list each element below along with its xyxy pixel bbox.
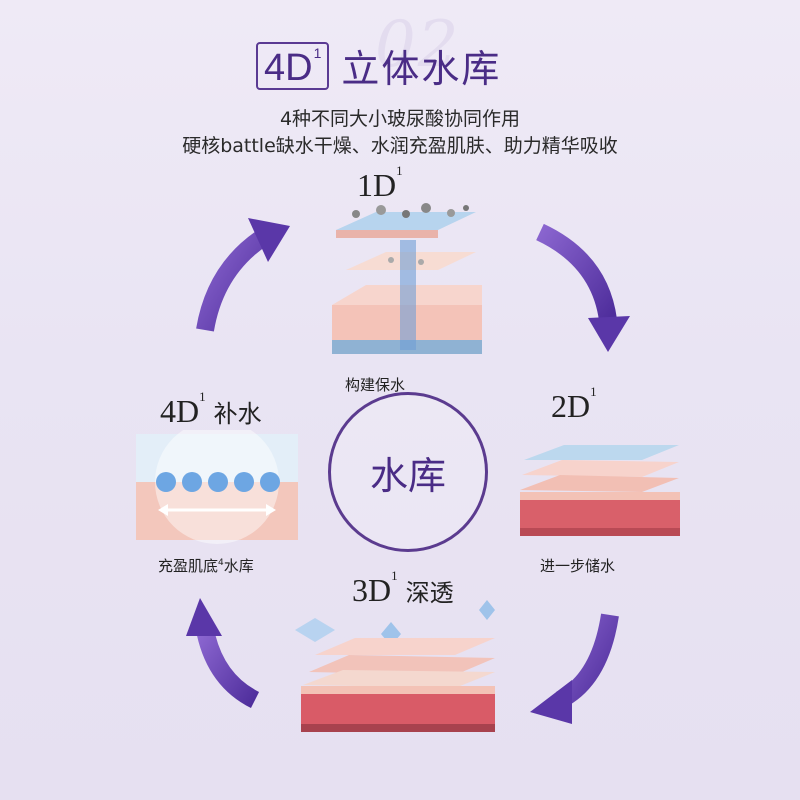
water-drop-icon [295,618,335,642]
bead [234,472,254,492]
stage-2d-label: 2D1 [551,384,597,425]
subtitle-line-2: 硬核battle缺水干燥、水润充盈肌肤、助力精华吸收 [182,135,618,157]
stage-2d-sup: 1 [590,384,597,399]
badge-sup: 1 [313,44,322,61]
arrow-icon [196,218,290,332]
water-column [400,240,416,350]
stage-2d-code: 2D [551,388,591,424]
subtitle-line-1: 4种不同大小玻尿酸协同作用 [279,108,521,130]
stage-3d-sup: 1 [391,568,398,583]
stage-2d-caption: 进一步储水 [540,557,616,575]
stage-4d-sup: 1 [199,389,206,404]
bead [260,472,280,492]
skin-dermis [301,692,495,724]
bead [156,472,176,492]
stage-1d-sup: 1 [396,163,403,178]
stage-3d-name: 深透 [405,579,454,607]
stage-1d-illustration [332,203,482,354]
skin-dermis [520,498,680,528]
stage-1d-caption: 构建保水 [345,376,406,394]
sheet-top [315,638,495,655]
bead [208,472,228,492]
badge-label: 4D [264,46,313,89]
stage-3d-code: 3D [352,572,392,608]
stage-1d-code: 1D [357,167,397,203]
stage-4d-caption-sup: 4 [218,558,224,568]
watermark-number: 02 [375,8,461,82]
stage-4d-name: 补水 [213,400,262,428]
stage-4d-label: 4D1 补水 [160,389,262,430]
stage-4d-caption: 充盈肌底4水库 [158,555,254,576]
center-reservoir-circle: 水库 [328,392,488,552]
stage-4d-code: 4D [160,393,200,429]
stage-4d-caption-tail: 水库 [223,557,254,575]
stage-3d-label: 3D1 深透 [352,568,454,609]
center-label: 水库 [369,453,446,498]
stage-4d-caption-text: 充盈肌底 [158,557,219,575]
water-drop-icon [479,600,495,620]
arrow-icon [536,223,630,352]
stage-3d-illustration [295,600,495,732]
sheet-top [524,445,679,460]
stage-4d-illustration [136,430,298,544]
stage-1d-label: 1D1 [357,163,403,204]
arrow-icon [186,598,260,709]
stage-2d-illustration [520,445,680,536]
bead [182,472,202,492]
skin-top-sheet [336,212,476,230]
arrow-icon [530,613,619,724]
page-title: 立体水库 [341,47,502,91]
sheet-middle [522,460,679,477]
